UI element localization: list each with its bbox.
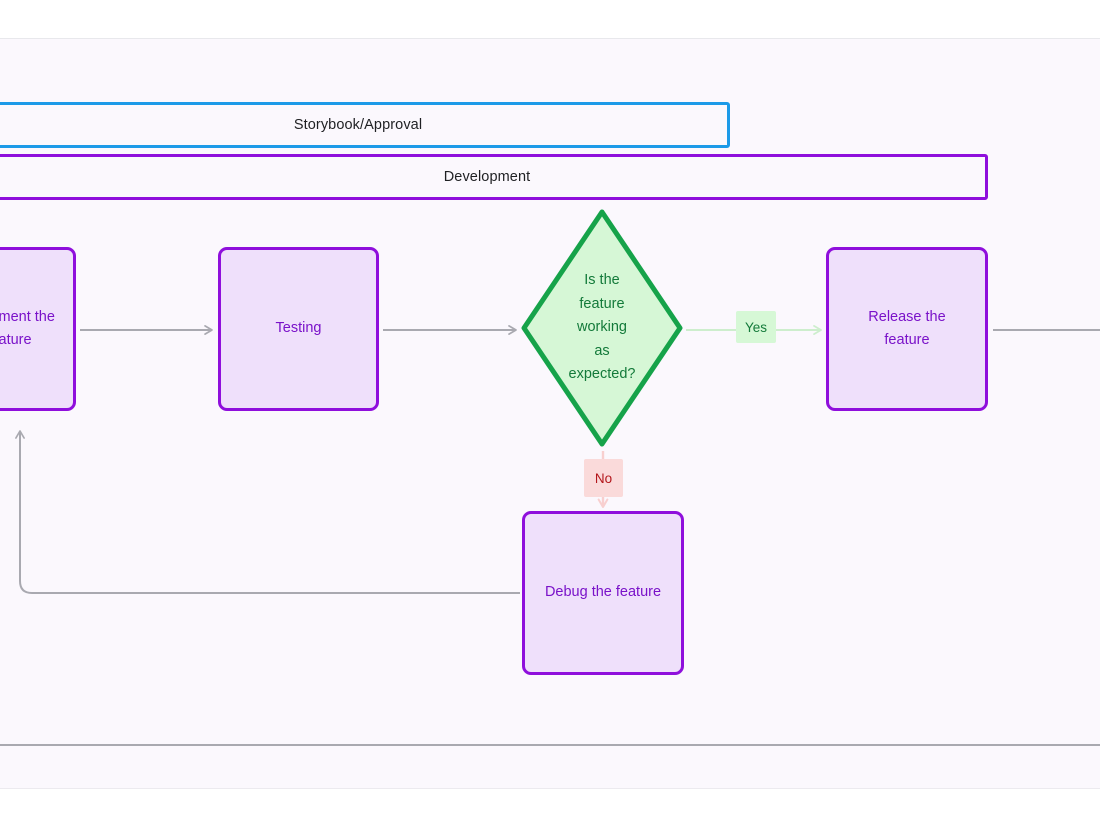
node-release-the-feature[interactable]: Release the feature: [826, 247, 988, 411]
diagram-canvas[interactable]: Storybook/Approval Development: [0, 39, 1100, 788]
node-label-release: Release the feature: [868, 308, 946, 348]
node-decision-feature-working[interactable]: Is the feature working as expected?: [519, 207, 685, 449]
edge-debug-back-to-implement: [15, 430, 520, 594]
decision-diamond-shape: [521, 209, 683, 447]
swimlane-label-development: Development: [443, 169, 531, 185]
bottom-strip: [0, 789, 1100, 825]
decision-text-wrap: Is the feature working as expected?: [519, 207, 685, 449]
swimlane-bottom-rule: [0, 744, 1100, 746]
node-label-debug: Debug the feature: [544, 584, 662, 601]
swimlane-development[interactable]: Development: [0, 154, 988, 200]
edge-label-yes[interactable]: Yes: [736, 311, 776, 343]
edge-label-yes-text: Yes: [744, 319, 768, 335]
node-label-testing: Testing: [275, 320, 322, 337]
node-debug-the-feature[interactable]: Debug the feature: [522, 511, 684, 675]
swimlane-storybook-approval[interactable]: Storybook/Approval: [0, 102, 730, 148]
top-divider: [0, 38, 1100, 39]
node-implement-the-feature[interactable]: Implement the feature: [0, 247, 76, 411]
edge-label-no-text: No: [594, 470, 613, 486]
canvas-bottom-divider: [0, 788, 1100, 789]
node-testing[interactable]: Testing: [218, 247, 379, 411]
swimlane-label-storybook-approval: Storybook/Approval: [293, 117, 423, 133]
node-label-implement: Implement the feature: [0, 308, 55, 348]
top-toolbar-strip: [0, 0, 1100, 38]
edge-label-no[interactable]: No: [584, 459, 623, 497]
node-label-decision: Is the feature working as expected?: [568, 272, 636, 383]
